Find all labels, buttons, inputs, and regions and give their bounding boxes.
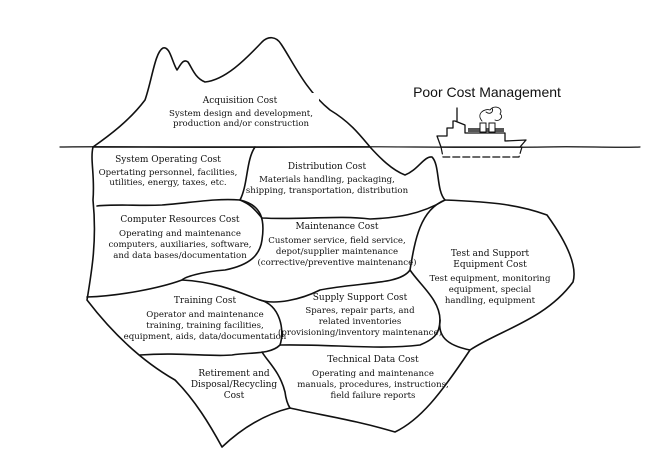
region-text: training, training facilities, (146, 321, 264, 331)
waterline (59, 146, 641, 148)
region-text: handling, equipment (445, 296, 536, 306)
region-text: Operating and maintenance (119, 229, 241, 239)
region-text: (provisioning/inventory maintenance) (278, 327, 442, 338)
acquisition-label-bg (177, 93, 319, 128)
region-text: Test equipment, monitoring (430, 274, 551, 284)
region-distribution: Distribution Cost Materials handling, pa… (246, 162, 409, 196)
region-text: equipment, special (449, 285, 532, 295)
region-text: Operator and maintenance (146, 310, 263, 320)
region-acquisition: Acquisition Cost System design and devel… (169, 96, 313, 129)
region-text: and data bases/documentation (113, 251, 247, 261)
region-title: Maintenance Cost (296, 222, 379, 232)
region-training: Training Cost Operator and maintenance t… (124, 296, 287, 342)
region-text: Customer service, field service, (268, 236, 405, 246)
region-text: computers, auxiliaries, software, (108, 240, 251, 250)
region-text: Materials handling, packaging, (259, 175, 395, 185)
region-title: Distribution Cost (288, 162, 367, 172)
region-text: Spares, repair parts, and (305, 306, 415, 316)
region-title: Technical Data Cost (327, 355, 419, 365)
region-title: Supply Support Cost (313, 293, 408, 303)
region-supply-support: Supply Support Cost Spares, repair parts… (278, 293, 442, 338)
region-text: field failure reports (331, 391, 416, 401)
region-text: depot/supplier maintenance (276, 247, 398, 257)
region-title: Retirement and (198, 369, 270, 379)
region-title: Test and Support (451, 249, 530, 259)
region-title: Acquisition Cost (202, 96, 278, 106)
iceberg-underwater-outline (86, 146, 575, 448)
region-system-operating: System Operating Cost Opertating personn… (99, 155, 238, 188)
diagram-title: Poor Cost Management (413, 84, 561, 100)
region-computer-resources: Computer Resources Cost Operating and ma… (108, 215, 251, 261)
iceberg-tip (92, 36, 371, 148)
region-text: related inventories (319, 317, 402, 327)
region-text: (corrective/preventive maintenance) (257, 257, 416, 268)
region-title: System Operating Cost (115, 155, 221, 165)
region-text: manuals, procedures, instructions, (297, 380, 449, 390)
region-text: utilities, energy, taxes, etc. (109, 178, 226, 188)
region-title: Training Cost (174, 296, 237, 306)
region-text: shipping, transportation, distribution (246, 186, 409, 196)
region-maintenance: Maintenance Cost Customer service, field… (257, 222, 416, 268)
region-boundaries (86, 146, 471, 409)
region-title: Equipment Cost (453, 260, 527, 270)
region-technical-data: Technical Data Cost Operating and mainte… (297, 355, 449, 401)
region-title: Cost (224, 391, 245, 401)
region-text: System design and development, (169, 109, 313, 119)
region-retirement: Retirement and Disposal/Recycling Cost (191, 369, 278, 401)
region-title: Computer Resources Cost (120, 215, 240, 225)
region-text: Operating and maintenance (312, 369, 434, 379)
ship-icon (436, 106, 527, 158)
region-title: Disposal/Recycling (191, 380, 278, 390)
region-text: production and/or construction (173, 119, 310, 129)
region-test-support: Test and Support Equipment Cost Test equ… (430, 249, 551, 306)
region-text: equipment, aids, data/documentation (124, 332, 287, 342)
region-text: Opertating personnel, facilities, (99, 168, 238, 178)
